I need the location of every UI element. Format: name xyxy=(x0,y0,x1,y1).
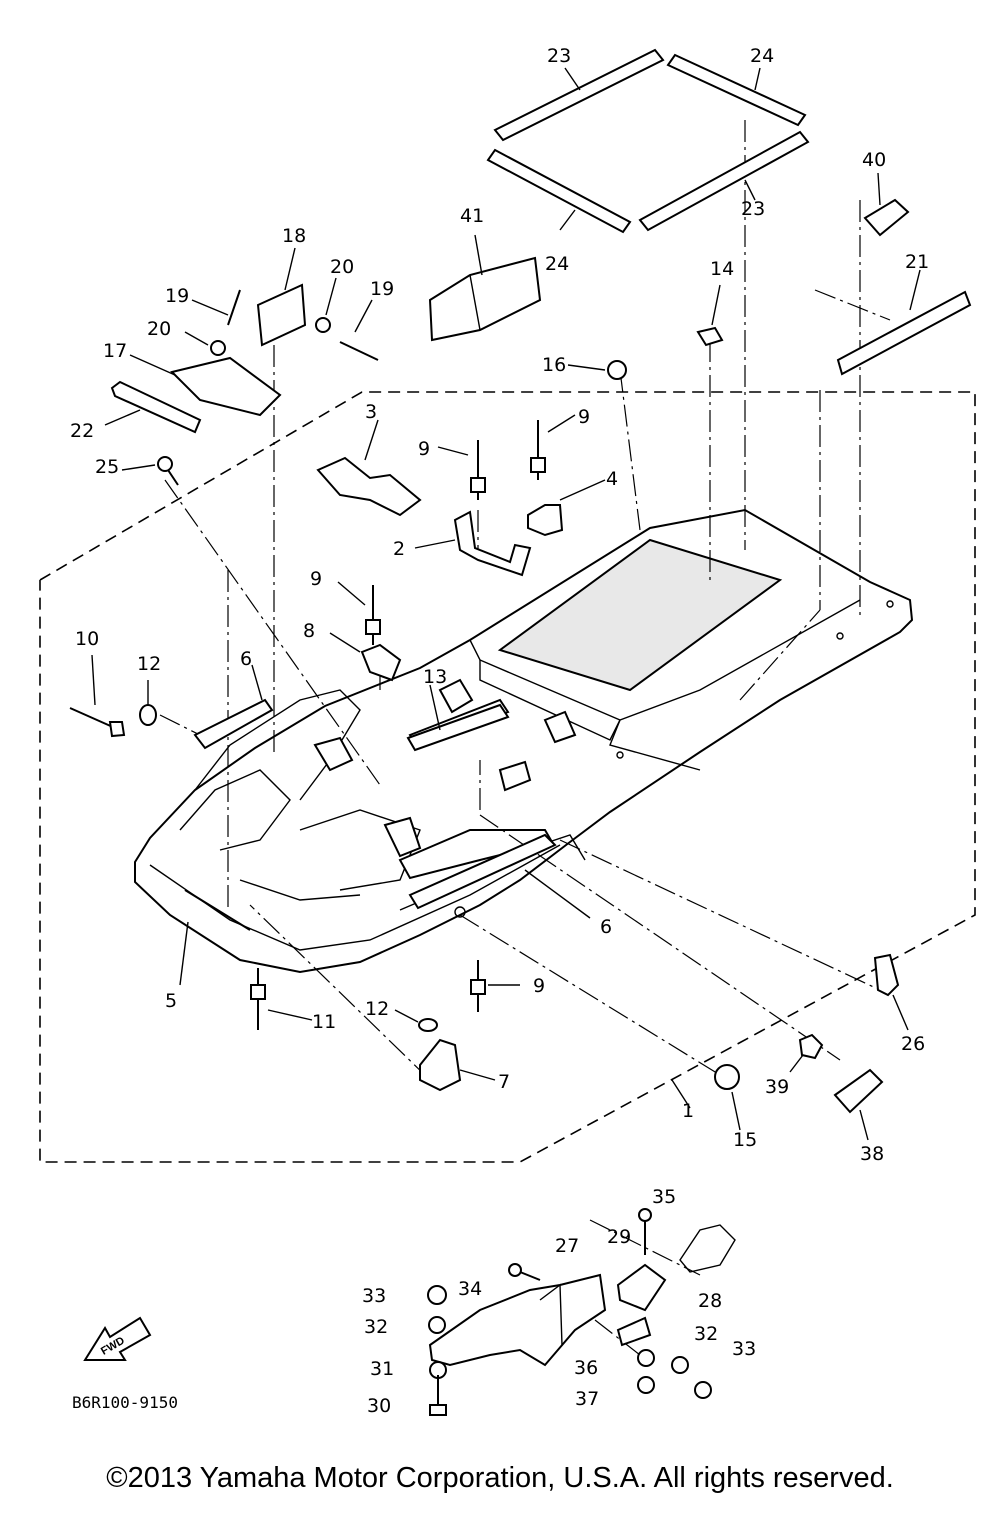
label-21: 21 xyxy=(905,251,929,273)
part-23-seal-strip xyxy=(493,48,810,232)
part-9-rivets xyxy=(365,420,546,1012)
hitch-subassembly xyxy=(427,1208,736,1416)
label-24b: 24 xyxy=(545,253,569,275)
label-32a: 32 xyxy=(364,1316,388,1338)
part-17-bracket xyxy=(170,356,282,417)
label-5: 5 xyxy=(165,990,177,1012)
label-24a: 24 xyxy=(750,45,774,67)
label-20a: 20 xyxy=(147,318,171,340)
label-34: 34 xyxy=(458,1278,482,1300)
part-10-bolt xyxy=(69,707,126,738)
part-18-plate xyxy=(256,283,307,347)
label-9d: 9 xyxy=(533,975,545,997)
part-16-grommet xyxy=(607,360,627,380)
label-32b: 32 xyxy=(694,1323,718,1345)
label-20b: 20 xyxy=(330,256,354,278)
label-40: 40 xyxy=(862,149,886,171)
label-30: 30 xyxy=(367,1395,391,1417)
label-15: 15 xyxy=(733,1129,757,1151)
label-41: 41 xyxy=(460,205,484,227)
label-14: 14 xyxy=(710,258,734,280)
part-40-reflector xyxy=(863,198,910,237)
label-2: 2 xyxy=(393,538,405,560)
label-26: 26 xyxy=(901,1033,925,1055)
label-22: 22 xyxy=(70,420,94,442)
part-20-washer xyxy=(210,317,331,356)
label-12b: 12 xyxy=(365,998,389,1020)
part-labels: 23 24 24 23 41 18 20 19 19 20 17 22 25 3… xyxy=(70,45,929,1417)
part-2-bracket xyxy=(453,510,532,577)
part-5-rail xyxy=(184,889,251,931)
label-3: 3 xyxy=(365,401,377,423)
label-8: 8 xyxy=(303,620,315,642)
part-22-strip xyxy=(110,380,202,434)
part-14-pad xyxy=(696,326,724,347)
part-38-reflector xyxy=(833,1068,884,1114)
part-12-washer xyxy=(139,704,438,1032)
part-19-bolt xyxy=(227,289,379,361)
label-6b: 6 xyxy=(600,916,612,938)
part-41-battery-box xyxy=(428,256,542,342)
label-37: 37 xyxy=(575,1388,599,1410)
part-13-bar xyxy=(406,703,510,752)
frame-assembly-outline xyxy=(39,391,976,1163)
label-9b: 9 xyxy=(578,406,590,428)
label-6a: 6 xyxy=(240,648,252,670)
label-23b: 23 xyxy=(741,198,765,220)
part-4-bracket xyxy=(527,504,564,537)
label-25: 25 xyxy=(95,456,119,478)
part-7-bracket xyxy=(419,1038,462,1092)
part-15-cap xyxy=(714,1064,740,1090)
copyright-notice: ©2013 Yamaha Motor Corporation, U.S.A. A… xyxy=(106,1462,894,1494)
part-8-mount xyxy=(360,643,402,682)
label-39: 39 xyxy=(765,1076,789,1098)
part-24-seal-strip xyxy=(486,53,807,234)
part-11-rivet xyxy=(250,968,266,1030)
frame-body xyxy=(134,508,914,974)
label-27: 27 xyxy=(555,1235,579,1257)
leader-lines xyxy=(159,120,891,1356)
label-33b: 33 xyxy=(732,1338,756,1360)
label-16: 16 xyxy=(542,354,566,376)
label-10: 10 xyxy=(75,628,99,650)
label-28: 28 xyxy=(698,1290,722,1312)
label-9c: 9 xyxy=(310,568,322,590)
label-38: 38 xyxy=(860,1143,884,1165)
part-25-bolt xyxy=(157,456,179,486)
label-36: 36 xyxy=(574,1357,598,1379)
label-29: 29 xyxy=(607,1226,631,1248)
label-23a: 23 xyxy=(547,45,571,67)
label-9a: 9 xyxy=(418,438,430,460)
label-11: 11 xyxy=(312,1011,336,1033)
part-39-nut xyxy=(798,1033,824,1060)
label-1: 1 xyxy=(682,1100,694,1122)
label-19b: 19 xyxy=(370,278,394,300)
part-6-rails xyxy=(193,698,557,910)
label-33a: 33 xyxy=(362,1285,386,1307)
label-35: 35 xyxy=(652,1186,676,1208)
label-12a: 12 xyxy=(137,653,161,675)
part-3-bracket xyxy=(316,456,422,517)
part-21-strip xyxy=(836,290,972,376)
label-17: 17 xyxy=(103,340,127,362)
part-26-clip xyxy=(873,953,900,997)
diagram-code: B6R100-9150 xyxy=(72,1393,178,1412)
label-7: 7 xyxy=(498,1071,510,1093)
fwd-arrow-icon: FWD xyxy=(83,1316,152,1361)
label-4: 4 xyxy=(606,468,618,490)
label-31: 31 xyxy=(370,1358,394,1380)
label-13: 13 xyxy=(423,666,447,688)
label-19a: 19 xyxy=(165,285,189,307)
callout-lines xyxy=(91,67,921,1141)
label-18: 18 xyxy=(282,225,306,247)
